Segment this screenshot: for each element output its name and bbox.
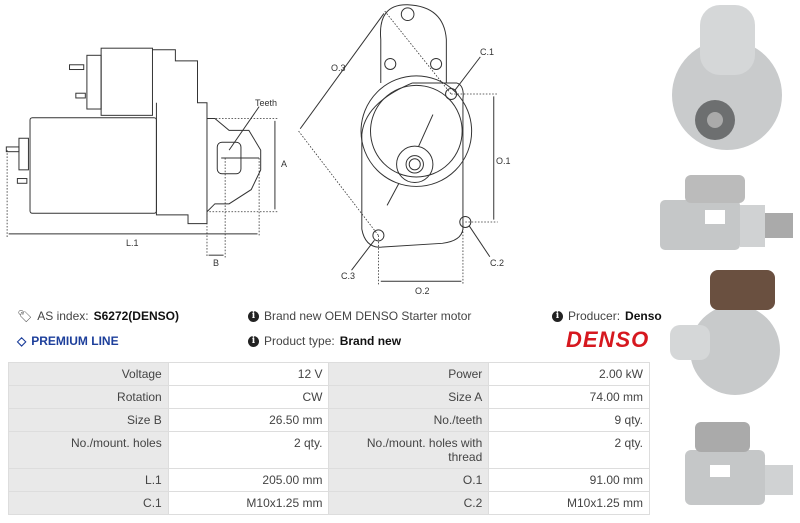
label-teeth: Teeth <box>255 98 277 108</box>
spec-value: 2 qty. <box>488 431 650 469</box>
premium-label: PREMIUM LINE <box>31 334 119 348</box>
spec-label: Size A <box>328 385 490 409</box>
premium-line-badge: ◇ PREMIUM LINE <box>17 334 119 348</box>
spec-label: L.1 <box>8 468 169 492</box>
front-view <box>298 4 498 285</box>
spec-value: 2 qty. <box>167 431 330 469</box>
spec-label: No./mount. holes with thread <box>328 431 490 469</box>
as-index-value: S6272(DENSO) <box>93 309 179 323</box>
label-o3: O.3 <box>331 63 346 73</box>
producer-label: Producer: <box>568 309 621 323</box>
product-photo-side <box>660 175 793 250</box>
spec-label: C.2 <box>328 491 490 515</box>
spec-value: 26.50 mm <box>167 408 330 432</box>
label-o1: O.1 <box>496 156 511 166</box>
label-c3: C.3 <box>341 271 355 281</box>
as-index-label: AS index: <box>37 309 89 323</box>
spec-value: M10x1.25 mm <box>488 491 650 515</box>
side-view <box>5 47 279 258</box>
info-icon: i <box>248 335 259 347</box>
product-photo-front <box>672 5 782 150</box>
label-c2: C.2 <box>490 258 504 268</box>
label-o2: O.2 <box>415 286 430 296</box>
spec-label: Voltage <box>8 362 169 386</box>
tag-icon: 🏷︎ <box>17 309 33 323</box>
spec-label: Rotation <box>8 385 169 409</box>
spec-value: 74.00 mm <box>488 385 650 409</box>
producer: i Producer: Denso <box>552 309 662 323</box>
as-index: 🏷︎ AS index: S6272(DENSO) <box>17 309 179 323</box>
label-c1: C.1 <box>480 47 494 57</box>
denso-logo: DENSO <box>566 327 650 352</box>
spec-value: 2.00 kW <box>488 362 650 386</box>
description-text: Brand new OEM DENSO Starter motor <box>264 309 472 323</box>
spec-label: No./mount. holes <box>8 431 169 469</box>
spec-value: 91.00 mm <box>488 468 650 492</box>
spec-value: CW <box>167 385 330 409</box>
spec-label: Power <box>328 362 490 386</box>
info-icon: i <box>248 310 259 322</box>
spec-value: 12 V <box>167 362 330 386</box>
label-a: A <box>281 159 287 169</box>
product-type-value: Brand new <box>339 334 402 348</box>
spec-value: 9 qty. <box>488 408 650 432</box>
product-type-label: Product type: <box>264 334 335 348</box>
product-type: i Product type: Brand new <box>248 334 401 348</box>
diamond-icon: ◇ <box>17 334 27 348</box>
spec-label: O.1 <box>328 468 490 492</box>
technical-drawing: Teeth A B L.1 O.3 O.1 O.2 C.1 C.2 C.3 <box>5 4 511 296</box>
spec-label: C.1 <box>8 491 169 515</box>
label-b: B <box>213 258 219 268</box>
spec-label: Size B <box>8 408 169 432</box>
spec-value: 205.00 mm <box>167 468 330 492</box>
spec-value: M10x1.25 mm <box>167 491 330 515</box>
info-icon: i <box>552 310 563 322</box>
producer-value: Denso <box>625 309 662 323</box>
label-l1: L.1 <box>126 238 139 248</box>
spec-label: No./teeth <box>328 408 490 432</box>
description: i Brand new OEM DENSO Starter motor <box>248 309 471 323</box>
product-photo-angle <box>685 422 793 505</box>
product-photo-rear <box>670 270 780 395</box>
